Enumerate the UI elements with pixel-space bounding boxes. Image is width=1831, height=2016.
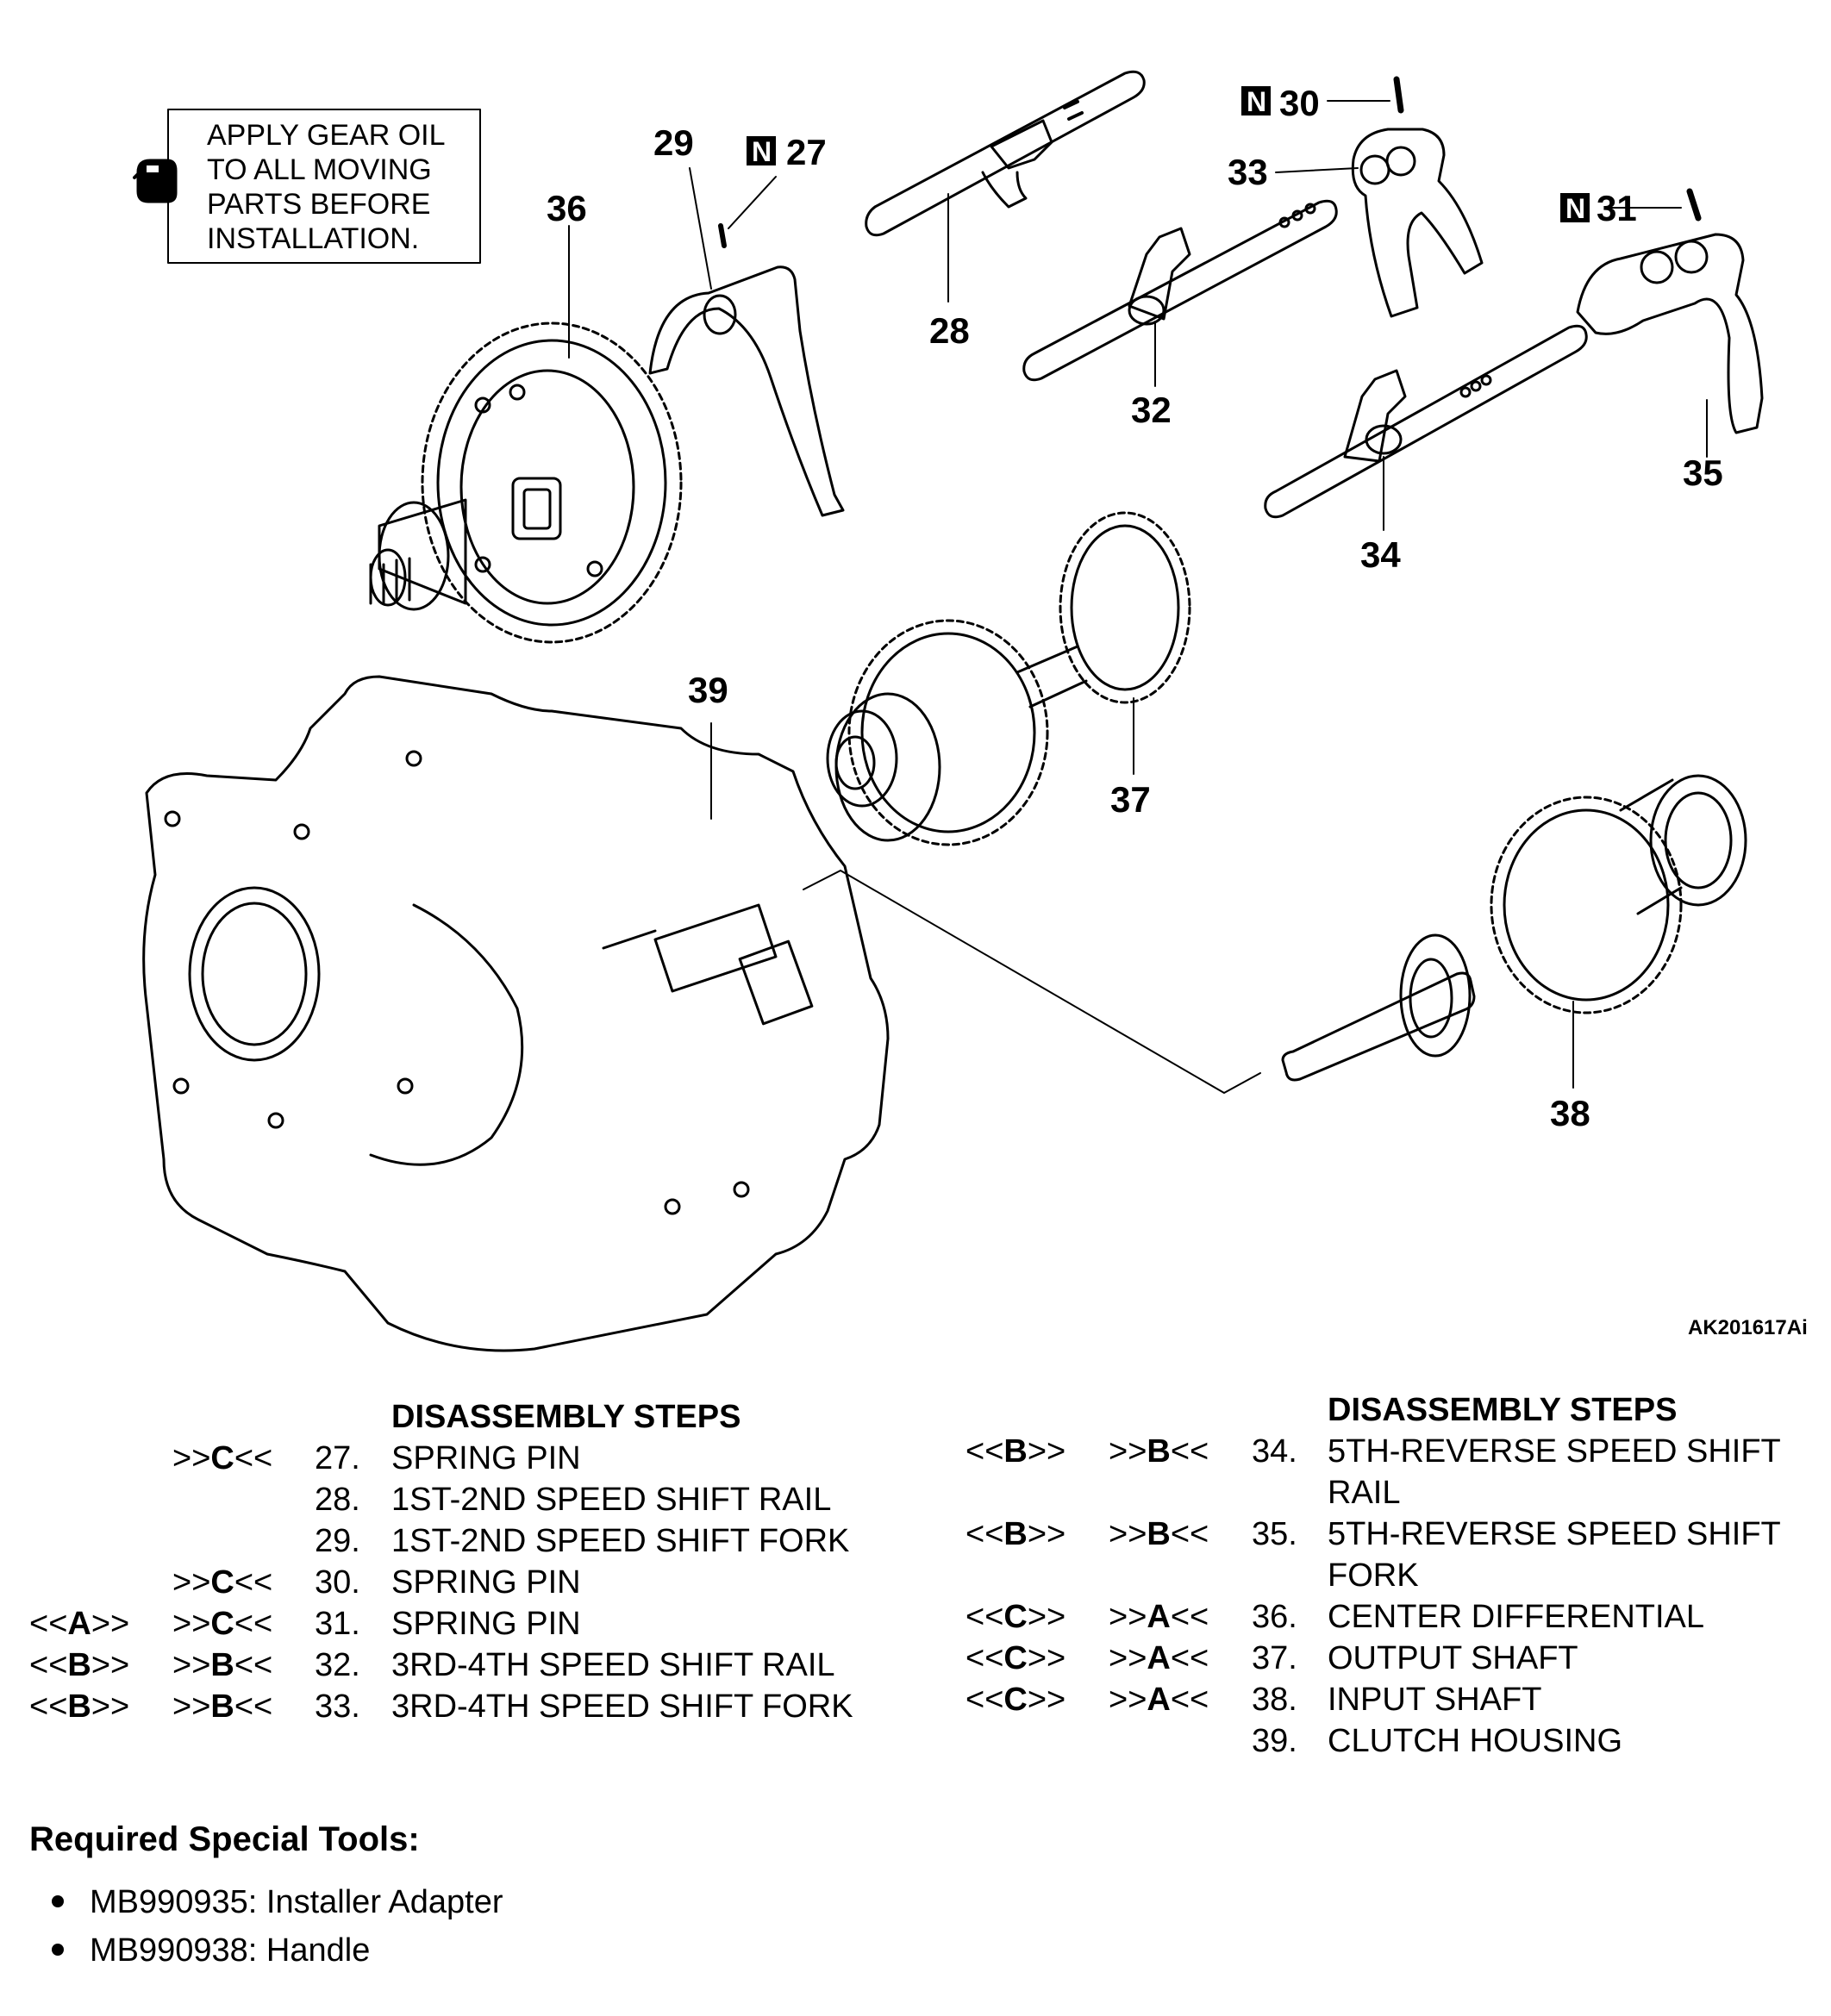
step-number: 27.	[315, 1440, 360, 1476]
part-38-input-shaft	[1281, 774, 1747, 1082]
step-number: 31.	[315, 1606, 360, 1642]
svg-text:N: N	[752, 136, 772, 167]
leader-lines	[568, 100, 1708, 1094]
removal-ref: <<B>>	[29, 1688, 130, 1725]
callout-39: 39	[688, 670, 728, 710]
steps-heading-right: DISASSEMBLY STEPS	[1328, 1392, 1678, 1428]
svg-text:N: N	[1565, 193, 1585, 224]
steps-heading-left: DISASSEMBLY STEPS	[391, 1399, 741, 1435]
install-ref: >>B<<	[172, 1647, 273, 1683]
callout-32: 32	[1131, 390, 1172, 430]
install-ref: >>B<<	[1109, 1516, 1209, 1552]
n-badge-31: N	[1560, 193, 1590, 224]
step-number: 32.	[315, 1647, 360, 1683]
step-label: 3RD-4TH SPEED SHIFT RAIL	[391, 1647, 835, 1683]
callout-28: 28	[929, 310, 970, 351]
exploded-view-diagram: APPLY GEAR OIL TO ALL MOVING PARTS BEFOR…	[133, 70, 1808, 1352]
step-number: 38.	[1252, 1682, 1297, 1718]
removal-ref: <<B>>	[965, 1516, 1066, 1552]
tool-item: MB990935: Installer Adapter	[29, 1878, 1064, 1926]
callout-30: 30	[1279, 83, 1320, 123]
part-30-spring-pin	[1393, 76, 1404, 114]
svg-text:N: N	[1247, 86, 1266, 117]
step-label: 1ST-2ND SPEED SHIFT RAIL	[391, 1482, 832, 1518]
part-36-center-differential	[369, 321, 683, 644]
part-35-shift-fork	[1576, 233, 1764, 434]
callout-35: 35	[1683, 453, 1723, 493]
step-number: 28.	[315, 1482, 360, 1518]
disassembly-steps-left: DISASSEMBLY STEPS >>C<< 27. SPRING PIN 2…	[26, 1396, 922, 1758]
step-label-cont: RAIL	[1328, 1475, 1401, 1511]
callout-27: 27	[786, 132, 827, 172]
removal-ref: <<C>>	[965, 1599, 1066, 1635]
gear-oil-note	[133, 109, 481, 264]
step-label: 5TH-REVERSE SPEED SHIFT	[1328, 1433, 1781, 1470]
n-badge-27: N	[747, 136, 776, 167]
removal-ref: <<C>>	[965, 1640, 1066, 1676]
step-number: 39.	[1252, 1723, 1297, 1759]
step-number: 29.	[315, 1523, 360, 1559]
disassembly-steps-right: DISASSEMBLY STEPS <<B>> >>B<< 34. 5TH-RE…	[957, 1389, 1819, 1777]
removal-ref: <<B>>	[965, 1433, 1066, 1470]
part-31-spring-pin	[1686, 188, 1702, 222]
removal-ref: <<C>>	[965, 1682, 1066, 1718]
install-ref: >>C<<	[172, 1564, 273, 1601]
install-ref: >>B<<	[1109, 1433, 1209, 1470]
required-special-tools: Required Special Tools: MB990935: Instal…	[29, 1820, 1064, 1975]
callout-37: 37	[1110, 779, 1151, 820]
step-label: SPRING PIN	[391, 1440, 581, 1476]
step-label: 1ST-2ND SPEED SHIFT FORK	[391, 1523, 850, 1559]
tool-item: MB990938: Handle	[29, 1926, 1064, 1975]
part-28-shift-rail	[865, 70, 1146, 237]
callout-33: 33	[1228, 152, 1268, 192]
step-label: INPUT SHAFT	[1328, 1682, 1542, 1718]
oil-can-icon	[133, 159, 178, 203]
install-ref: >>C<<	[172, 1440, 273, 1476]
part-37-output-shaft	[826, 511, 1191, 846]
callout-36: 36	[547, 188, 587, 228]
bullet-icon	[52, 1944, 64, 1956]
step-label: 5TH-REVERSE SPEED SHIFT	[1328, 1516, 1781, 1552]
install-ref: >>B<<	[172, 1688, 273, 1725]
callout-34: 34	[1360, 534, 1401, 575]
step-label-cont: FORK	[1328, 1557, 1419, 1594]
step-number: 34.	[1252, 1433, 1297, 1470]
step-number: 35.	[1252, 1516, 1297, 1552]
bullet-icon	[52, 1895, 64, 1907]
step-number: 37.	[1252, 1640, 1297, 1676]
tools-list: MB990935: Installer Adapter MB990938: Ha…	[29, 1878, 1064, 1975]
step-label: SPRING PIN	[391, 1564, 581, 1601]
part-33-shift-fork	[1351, 128, 1484, 318]
install-ref: >>A<<	[1109, 1640, 1209, 1676]
note-line-2: TO ALL MOVING	[207, 153, 432, 186]
part-32-shift-rail	[1022, 199, 1338, 382]
tools-heading: Required Special Tools:	[29, 1820, 420, 1858]
step-label: 3RD-4TH SPEED SHIFT FORK	[391, 1688, 853, 1725]
figure-id: AK201617Ai	[1688, 1316, 1808, 1339]
note-line-3: PARTS BEFORE	[207, 188, 430, 221]
callout-38: 38	[1550, 1093, 1590, 1133]
part-29-shift-fork	[648, 223, 845, 517]
removal-ref: <<A>>	[29, 1606, 130, 1642]
n-badge-30: N	[1241, 86, 1271, 117]
step-number: 30.	[315, 1564, 360, 1601]
install-ref: >>A<<	[1109, 1682, 1209, 1718]
step-number: 33.	[315, 1688, 360, 1725]
step-label: SPRING PIN	[391, 1606, 581, 1642]
step-label: CENTER DIFFERENTIAL	[1328, 1599, 1705, 1635]
part-39-clutch-housing	[142, 675, 890, 1352]
removal-ref: <<B>>	[29, 1647, 130, 1683]
install-ref: >>C<<	[172, 1606, 273, 1642]
install-ref: >>A<<	[1109, 1599, 1209, 1635]
callout-29: 29	[653, 122, 694, 163]
part-34-shift-rail	[1264, 324, 1588, 519]
note-line-1: APPLY GEAR OIL	[207, 119, 446, 152]
callout-31: 31	[1597, 188, 1637, 228]
step-label: OUTPUT SHAFT	[1328, 1640, 1578, 1676]
step-label: CLUTCH HOUSING	[1328, 1723, 1623, 1759]
step-number: 36.	[1252, 1599, 1297, 1635]
note-line-4: INSTALLATION.	[207, 222, 419, 255]
